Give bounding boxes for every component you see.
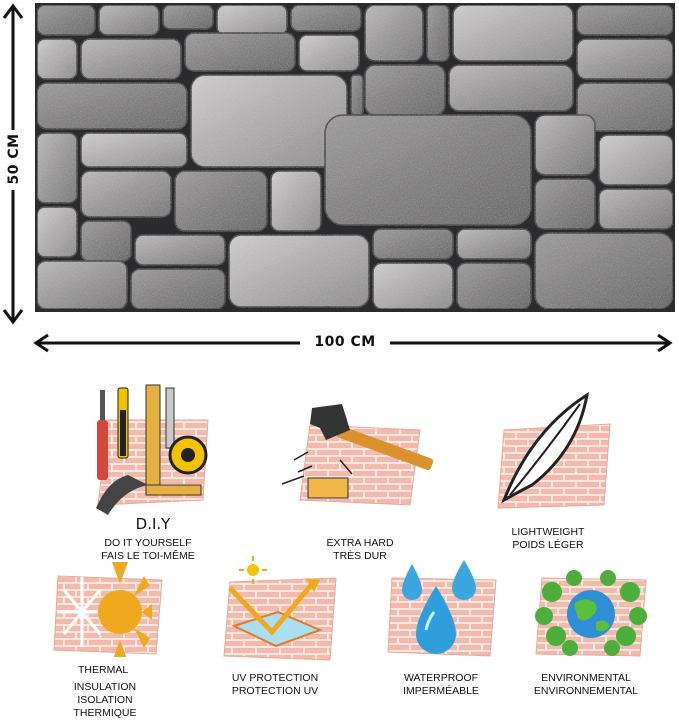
thermal-line2: INSULATION: [73, 681, 137, 693]
hard-line2: TRÈS DUR: [333, 550, 387, 562]
water-drops-icon: [387, 560, 497, 657]
height-label: 50 CM: [6, 133, 22, 185]
env-line2: ENVIRONNEMENTAL: [533, 685, 639, 697]
height-arrow: [2, 3, 24, 325]
diy-line1: DO IT YOURSELF: [104, 537, 192, 549]
water-line1: WATERPROOF: [403, 672, 479, 684]
hard-line1: EXTRA HARD: [326, 537, 394, 549]
uv-shield-icon: [223, 556, 337, 661]
light-line1: LIGHTWEIGHT: [511, 526, 585, 538]
uv-line2: PROTECTION UV: [231, 685, 319, 697]
sun-snowflake-icon: [53, 562, 163, 657]
env-line1: ENVIRONMENTAL: [541, 672, 631, 684]
water-line2: IMPERMÉABLE: [403, 685, 479, 697]
diy-title: D.I.Y: [135, 515, 171, 533]
light-line2: POIDS LÉGER: [512, 539, 584, 551]
thermal-line4: THERMIQUE: [73, 707, 137, 719]
tools-icon: [96, 384, 209, 515]
feather-icon: [497, 391, 611, 509]
stone-panel-image: [35, 3, 675, 312]
width-label: 100 CM: [314, 334, 376, 350]
env-label: ENVIRONMENTAL ENVIRONNEMENTAL: [516, 672, 656, 698]
hammer-icon: [281, 404, 434, 506]
thermal-line1: THERMAL: [78, 664, 129, 676]
water-label: WATERPROOF IMPERMÉABLE: [376, 672, 506, 698]
thermal-label: THERMAL INSULATION ISOLATION THERMIQUE: [40, 664, 170, 720]
diy-line2: FAIS LE TOI-MÊME: [101, 550, 195, 562]
uv-line1: UV PROTECTION: [231, 672, 319, 684]
uv-label: UV PROTECTION PROTECTION UV: [210, 672, 340, 698]
light-label: LIGHTWEIGHT POIDS LÉGER: [478, 526, 618, 552]
width-arrow: [33, 332, 673, 354]
hard-label: EXTRA HARD TRÈS DUR: [290, 537, 430, 563]
diy-label: DO IT YOURSELF FAIS LE TOI-MÊME: [78, 537, 218, 563]
earth-trees-icon: [535, 570, 647, 657]
thermal-line3: ISOLATION: [77, 694, 133, 706]
